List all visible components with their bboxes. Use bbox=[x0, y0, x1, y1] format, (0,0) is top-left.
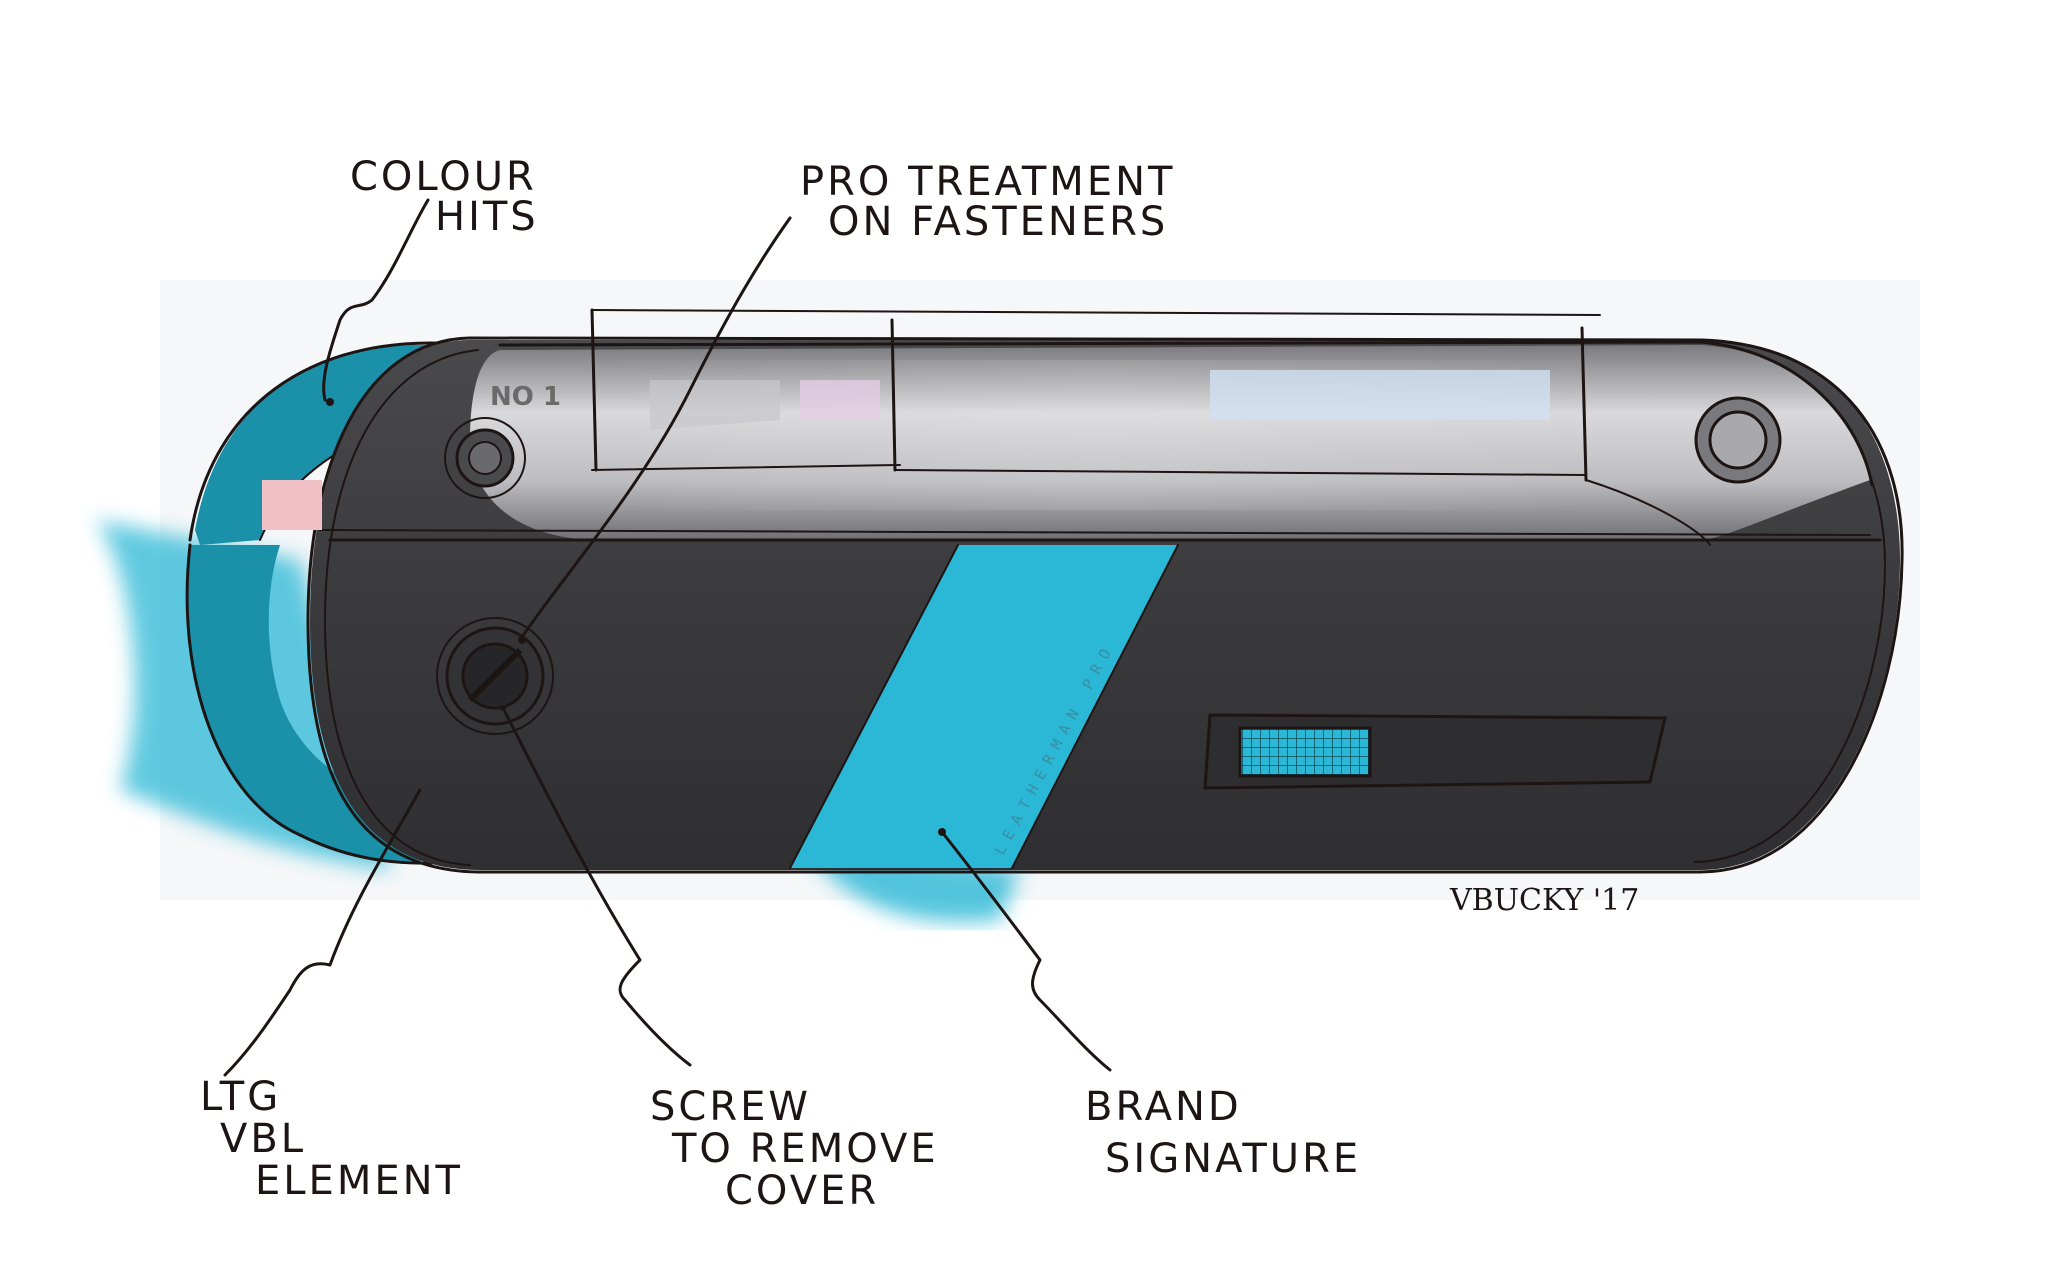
cap-engraving-block bbox=[650, 380, 780, 430]
label-ltg-vbl-line-3: ELEMENT bbox=[255, 1158, 463, 1204]
label-pro-treatment-line-2: ON FASTENERS bbox=[828, 199, 1168, 245]
brand-stripe bbox=[790, 545, 1178, 868]
label-colour-hits-line-2: HITS bbox=[435, 194, 539, 240]
label-brand-line-1: BRAND bbox=[1085, 1084, 1242, 1130]
leader-screw bbox=[503, 710, 692, 1067]
label-brand: BRAND SIGNATURE bbox=[1085, 1084, 1361, 1182]
label-pro-treatment: PRO TREATMENT ON FASTENERS bbox=[800, 159, 1191, 245]
leader-pro-treatment bbox=[518, 216, 792, 642]
fastener-right-icon bbox=[1694, 396, 1782, 484]
label-ltg-vbl-line-2: VBL bbox=[220, 1116, 306, 1162]
window-grid-icon bbox=[1238, 726, 1372, 778]
pink-detail bbox=[262, 480, 322, 530]
screw-icon bbox=[436, 617, 554, 735]
leader-brand bbox=[940, 830, 1112, 1072]
artist-signature: VBUCKY '17 bbox=[1449, 883, 1639, 918]
leader-ltg-vbl bbox=[223, 788, 422, 1077]
label-colour-hits: COLOUR HITS bbox=[350, 154, 553, 240]
label-screw-line-1: SCREW bbox=[650, 1084, 811, 1130]
label-screw: SCREW TO REMOVE COVER bbox=[650, 1084, 954, 1214]
lanyard-loop-lower bbox=[186, 545, 440, 862]
label-pro-treatment-line-1: PRO TREATMENT bbox=[800, 159, 1175, 205]
label-ltg-vbl-line-1: LTG bbox=[200, 1074, 281, 1120]
label-brand-line-2: SIGNATURE bbox=[1105, 1136, 1361, 1182]
cap-tint-pink bbox=[800, 380, 880, 420]
leader-colour-hits bbox=[322, 198, 430, 402]
label-colour-hits-line-1: COLOUR bbox=[350, 154, 537, 200]
body-engraving: NO 1 bbox=[490, 382, 561, 412]
fastener-icon bbox=[444, 417, 526, 499]
label-ltg-vbl: LTG VBL ELEMENT bbox=[200, 1074, 463, 1204]
label-screw-line-3: COVER bbox=[725, 1168, 879, 1214]
cap-tint-blue bbox=[1210, 370, 1550, 420]
label-screw-line-2: TO REMOVE bbox=[671, 1126, 939, 1172]
